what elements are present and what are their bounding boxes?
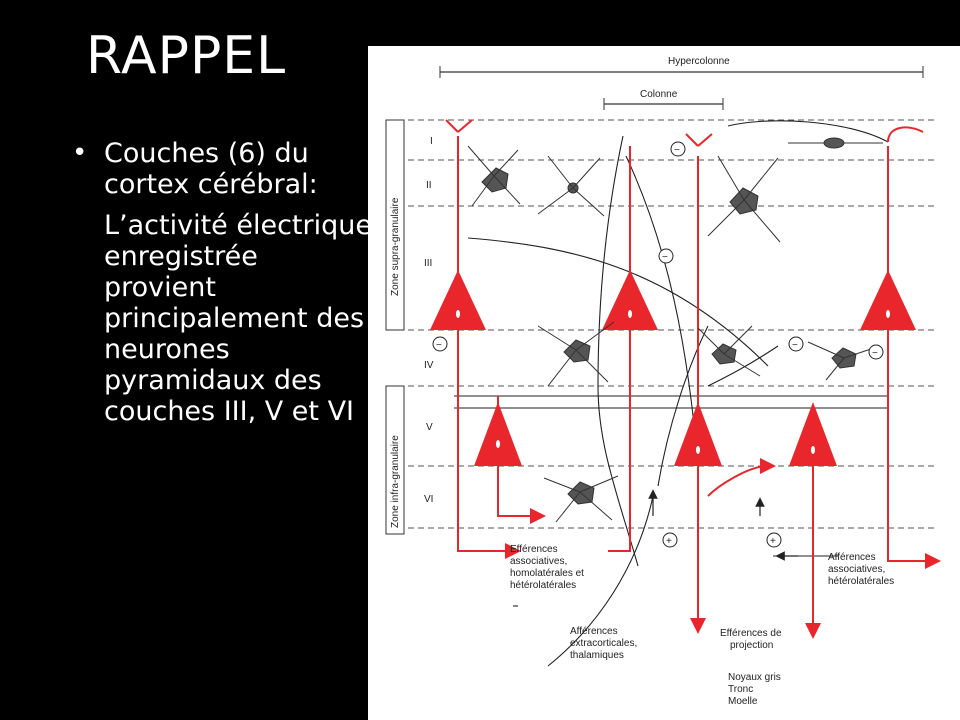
- layer-label-4: IV: [424, 360, 434, 371]
- colonne-label: Colonne: [640, 89, 678, 100]
- svg-text:Afférences: Afférences: [828, 552, 876, 563]
- zone-infra-label: Zone infra-granulaire: [390, 435, 401, 528]
- stellate-neuron-layer2-a: [467, 145, 521, 207]
- svg-text:Tronc: Tronc: [728, 684, 753, 695]
- svg-text:−: −: [436, 340, 442, 351]
- layer-label-2: II: [426, 180, 432, 191]
- svg-text:homolatérales et: homolatérales et: [510, 568, 584, 579]
- layer-label-3: III: [424, 258, 432, 269]
- pyramidal-neuron-layer3-c: [860, 270, 916, 330]
- svg-text:extracorticales,: extracorticales,: [570, 638, 637, 649]
- inhibitory-sign: −: [658, 248, 674, 264]
- svg-text:−: −: [674, 145, 680, 156]
- inhibitory-sign: −: [432, 336, 448, 352]
- interneurons: [467, 137, 883, 523]
- excitatory-sign: +: [766, 532, 782, 548]
- svg-text:associatives,: associatives,: [828, 564, 885, 575]
- stellate-neuron-layer6: [543, 475, 619, 523]
- layer-boundaries: [408, 119, 938, 529]
- svg-text:−: −: [872, 348, 878, 359]
- svg-text:−: −: [662, 252, 668, 263]
- bullet-line-activity: L’activité électrique enregistrée provie…: [104, 210, 372, 427]
- svg-text:−: −: [792, 340, 798, 351]
- zone-supra-label: Zone supra-granulaire: [390, 197, 401, 296]
- svg-text:thalamiques: thalamiques: [570, 650, 624, 661]
- pyramidal-neuron-layer3-b: [602, 270, 658, 330]
- svg-text:Moelle: Moelle: [728, 696, 758, 707]
- pyramidal-neuron-layer3-a: [430, 270, 486, 330]
- layer-label-6: VI: [424, 494, 433, 505]
- excitatory-sign: +: [662, 532, 678, 548]
- svg-text:+: +: [770, 536, 776, 547]
- inhibitory-sign: −: [868, 344, 884, 360]
- svg-text:Noyaux gris: Noyaux gris: [728, 672, 781, 683]
- svg-text:Efférences de: Efférences de: [720, 628, 782, 639]
- svg-text:associatives,: associatives,: [510, 556, 567, 567]
- stellate-neuron-layer2-b: [537, 155, 605, 217]
- inhibitory-sign: −: [670, 141, 686, 157]
- layer-label-5: V: [426, 422, 433, 433]
- zone-supra-bracket: Zone supra-granulaire: [385, 119, 405, 331]
- svg-text:hétérolatérales: hétérolatérales: [510, 580, 576, 591]
- hypercolonne-label: Hypercolonne: [668, 56, 730, 67]
- label-targets: Noyaux gris Tronc Moelle: [728, 672, 781, 707]
- svg-text:Afférences: Afférences: [570, 626, 618, 637]
- pyramidal-neuron-layer5-c: [789, 402, 837, 466]
- bullet-item: Couches (6) du cortex cérébral: L’activi…: [104, 138, 372, 427]
- bullet-list: • Couches (6) du cortex cérébral: L’acti…: [72, 138, 372, 437]
- stellate-neuron-layer3: [707, 155, 781, 243]
- pyramidal-neurons: [430, 270, 916, 466]
- stellate-neuron-layer4-b: [697, 325, 761, 377]
- zone-infra-bracket: Zone infra-granulaire: [385, 385, 405, 535]
- synapse-signs: − − − − − + +: [432, 141, 884, 548]
- inhibitory-sign: −: [788, 336, 804, 352]
- stellate-neuron-layer4-c: [807, 341, 881, 381]
- svg-text:+: +: [666, 536, 672, 547]
- colonne-marker: Colonne: [603, 89, 724, 110]
- label-efferences-projection: Efférences de projection: [720, 628, 782, 651]
- bullet-line-layers: Couches (6) du cortex cérébral:: [104, 138, 318, 200]
- layer-label-1: I: [430, 136, 433, 147]
- slide-title: RAPPEL: [86, 26, 287, 86]
- label-afferences-associatives: Afférences associatives, hétérolatérales: [828, 552, 894, 587]
- cortex-diagram: Hypercolonne Colonne Zone supra-granulai…: [368, 46, 960, 720]
- label-afferences-extracorticales: Afférences extracorticales, thalamiques: [570, 626, 637, 661]
- horizontal-neuron-layer1: [788, 137, 883, 149]
- bullet-dot: •: [72, 138, 88, 168]
- pyramidal-neuron-layer5-a: [474, 402, 522, 466]
- svg-text:projection: projection: [730, 640, 773, 651]
- svg-text:hétérolatérales: hétérolatérales: [828, 576, 894, 587]
- label-efferences-associatives: Efférences associatives, homolatérales e…: [510, 544, 584, 591]
- svg-text:Efférences: Efférences: [510, 544, 558, 555]
- hypercolonne-marker: Hypercolonne: [439, 56, 924, 78]
- pyramidal-neuron-layer5-b: [674, 402, 722, 466]
- stellate-neuron-layer4-a: [537, 321, 615, 387]
